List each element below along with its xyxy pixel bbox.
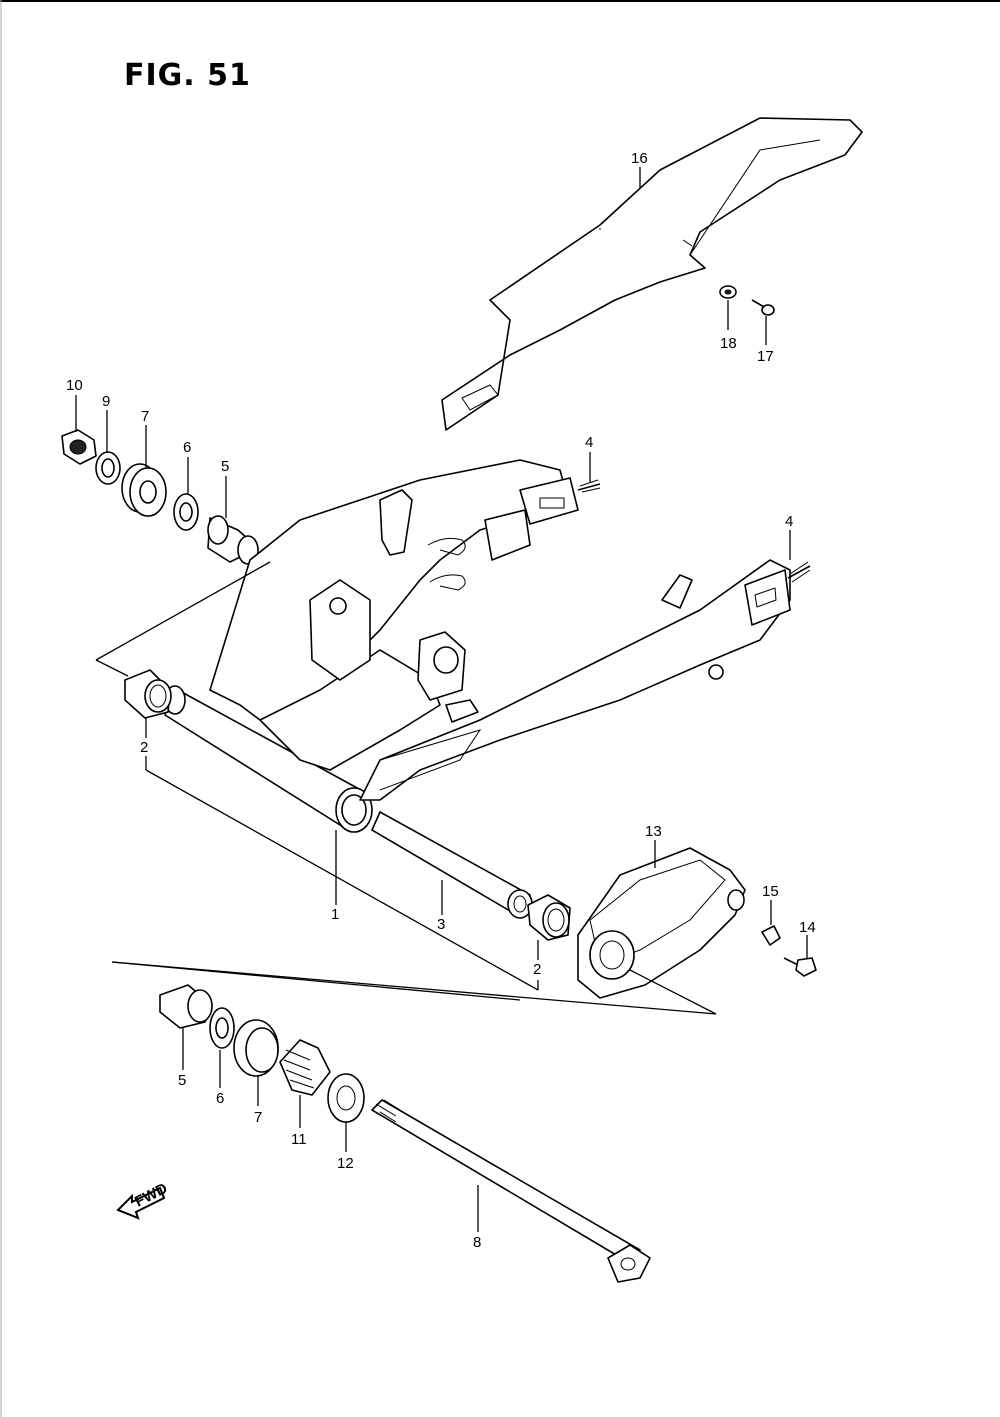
spacer-tube	[371, 811, 533, 919]
callout-11: 11	[291, 1131, 307, 1148]
pivot-shaft	[371, 1099, 651, 1283]
spacer-15	[761, 925, 781, 946]
callout-2-left: 2	[140, 739, 148, 756]
fwd-arrow-icon	[116, 1186, 166, 1220]
callout-6-lower: 6	[216, 1090, 224, 1107]
callout-6-upper: 6	[183, 439, 191, 456]
callout-14: 14	[799, 919, 816, 936]
callout-5-upper: 5	[221, 458, 229, 475]
callout-1: 1	[331, 906, 339, 923]
chain-buffer	[577, 847, 746, 999]
callout-16: 16	[631, 150, 648, 167]
callout-3: 3	[437, 916, 445, 933]
adjuster-bolt-lower	[787, 565, 811, 579]
callout-2-right: 2	[533, 961, 541, 978]
chain-guard	[441, 117, 863, 431]
fwd-label: FWD	[132, 1180, 170, 1211]
callout-18: 18	[720, 335, 737, 352]
figure-title: FIG. 51	[124, 58, 251, 93]
leader-lines	[75, 167, 808, 1232]
callout-4-upper: 4	[585, 434, 593, 451]
right-hardware-stack	[159, 984, 365, 1123]
callout-7-lower: 7	[254, 1109, 262, 1126]
needle-bearing-left	[124, 669, 172, 719]
callout-15: 15	[762, 883, 779, 900]
swingarm	[164, 459, 791, 833]
callout-5-lower: 5	[178, 1072, 186, 1089]
screw-17	[751, 299, 775, 316]
callout-numbers: 16 18 17 10 9 7 6 5 4 4 2 13 15 14 1 3 2…	[66, 150, 816, 1251]
needle-bearing-right	[527, 894, 571, 941]
left-hardware-stack	[61, 429, 259, 565]
callout-9: 9	[102, 393, 110, 410]
callout-17: 17	[757, 348, 774, 365]
callout-4-lower: 4	[785, 513, 793, 530]
bolt-14	[783, 957, 817, 977]
callout-10: 10	[66, 377, 83, 394]
callout-7-upper: 7	[141, 408, 149, 425]
callout-8: 8	[473, 1234, 481, 1251]
adjuster-bolt-upper	[577, 483, 601, 491]
callout-12: 12	[337, 1155, 354, 1172]
callout-13: 13	[645, 823, 662, 840]
